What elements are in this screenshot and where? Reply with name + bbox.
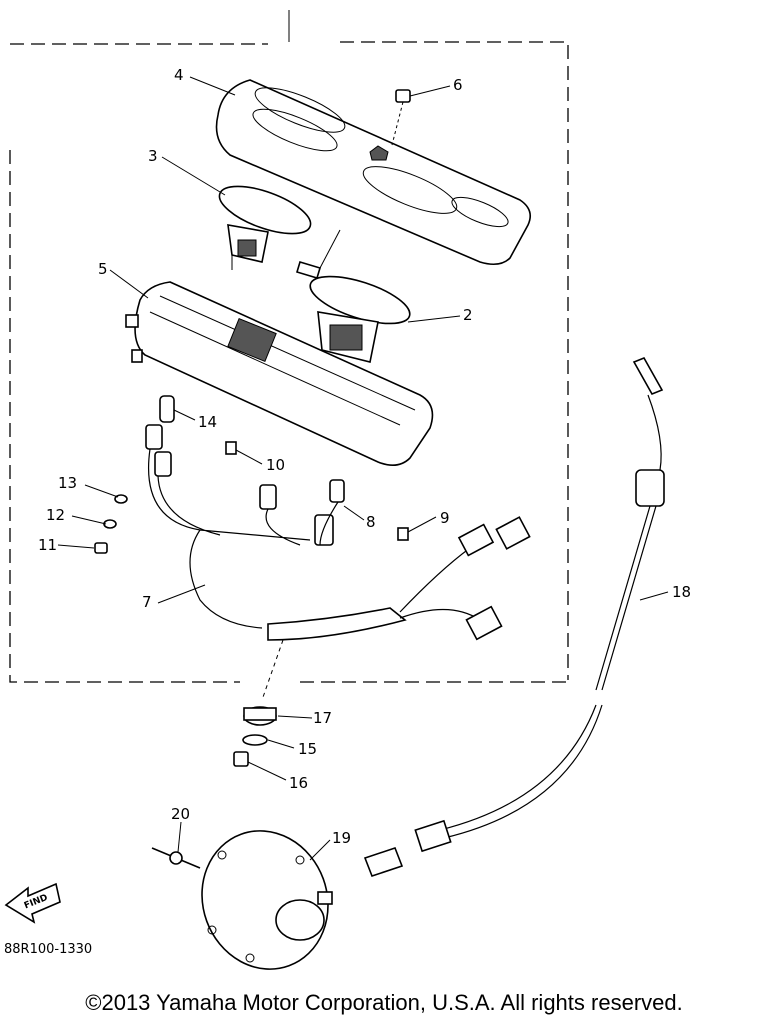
find-arrow-icon: FIND xyxy=(4,882,61,924)
drive-unit xyxy=(201,830,333,970)
screw-9 xyxy=(397,527,409,541)
callout-9: 9 xyxy=(440,509,450,527)
callout-14: 14 xyxy=(198,413,217,431)
copyright-notice: ©2013 Yamaha Motor Corporation, U.S.A. A… xyxy=(85,990,683,1015)
callout-15: 15 xyxy=(298,740,317,758)
meter-case xyxy=(125,281,434,466)
callout-20: 20 xyxy=(171,805,190,823)
leader-lines xyxy=(57,76,669,861)
meter-cover xyxy=(215,79,531,266)
speedometer xyxy=(218,185,312,270)
callout-19: 19 xyxy=(332,829,351,847)
callout-13: 13 xyxy=(58,474,77,492)
speedometer-cable xyxy=(363,356,665,877)
wire-loom xyxy=(267,516,531,641)
callout-10: 10 xyxy=(266,456,285,474)
callout-18: 18 xyxy=(672,583,691,601)
drive-pin xyxy=(151,847,201,869)
callout-11: 11 xyxy=(38,536,57,554)
assembly-boundary xyxy=(9,10,569,683)
screw-6 xyxy=(391,89,411,146)
callout-7: 7 xyxy=(142,593,152,611)
callout-5: 5 xyxy=(98,260,108,278)
nut-11 xyxy=(94,542,108,554)
callout-2: 2 xyxy=(463,306,473,324)
callout-16: 16 xyxy=(289,774,308,792)
callout-17: 17 xyxy=(313,709,332,727)
grommet-stack xyxy=(233,639,284,767)
callout-8: 8 xyxy=(366,513,376,531)
meter-harness xyxy=(145,395,345,629)
screw-10 xyxy=(225,441,237,455)
diagram-reference-code: 88R100-1330 xyxy=(4,942,93,957)
tachometer xyxy=(296,229,411,363)
callout-12: 12 xyxy=(46,506,65,524)
callouts: 4 6 3 5 2 14 10 13 12 11 8 9 7 18 17 15 … xyxy=(38,66,691,847)
callout-3: 3 xyxy=(148,147,158,165)
callout-6: 6 xyxy=(453,76,463,94)
small-hardware xyxy=(94,441,409,554)
callout-4: 4 xyxy=(174,66,184,84)
